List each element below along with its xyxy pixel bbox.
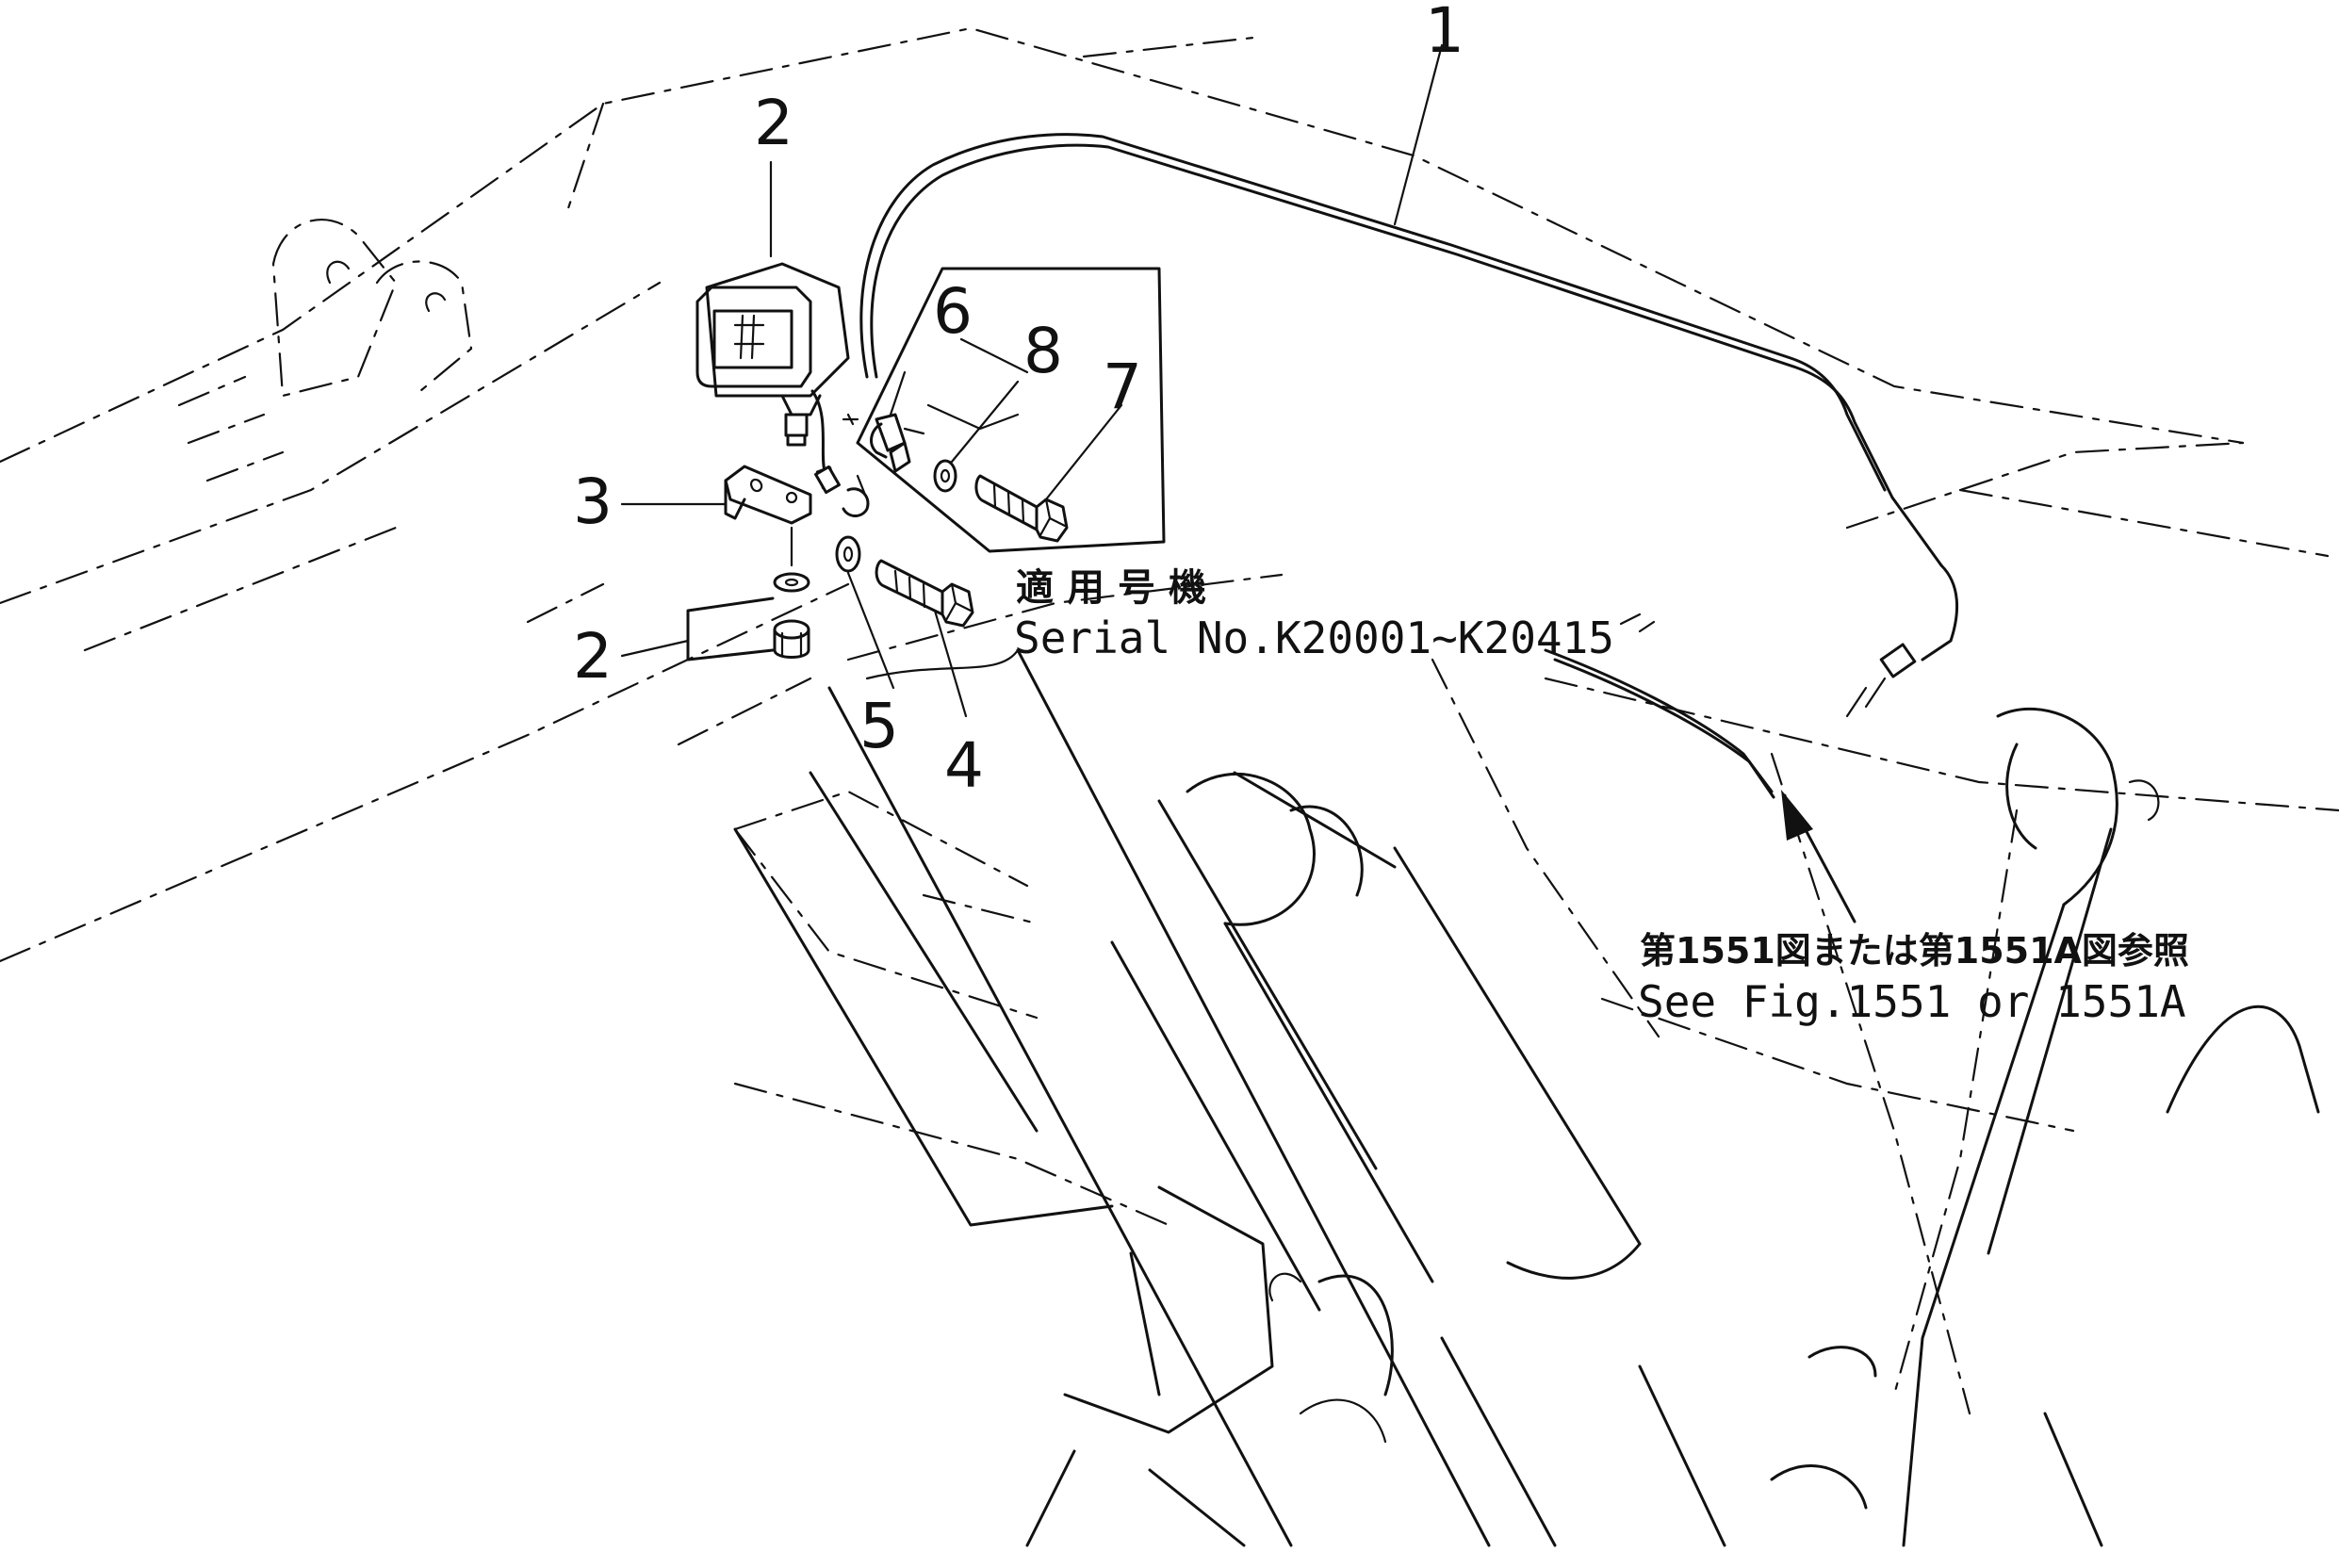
boom-pin-lugs [177, 219, 473, 482]
arm-bracket-right [1770, 707, 2320, 1547]
reference-arrow [1781, 790, 1856, 923]
callout-part-1: 1 [1425, 0, 1464, 67]
wiring-harness-part-1 [859, 133, 1959, 799]
reference-note-english: See Fig.1551 or 1551A [1638, 976, 2186, 1027]
reference-note-japanese: 第1551図または第1551A図参照 [1640, 930, 2189, 972]
detail-inset-box [856, 267, 1166, 553]
harness-clip [814, 465, 870, 517]
callout-part-7: 7 [1103, 351, 1142, 423]
callout-part-3: 3 [573, 466, 613, 538]
washer-and-nut-part-2 [686, 526, 810, 662]
bolt-part-7 [974, 474, 1069, 543]
cylinder-base [733, 771, 1394, 1547]
serial-note-english: Serial No.K20001~K20415 [1014, 612, 1614, 663]
callout-leaders [620, 43, 1656, 718]
boom-cylinder [827, 648, 1726, 1547]
clamp-part-6 [870, 413, 925, 473]
washer-part-8 [933, 459, 957, 493]
callout-part-5: 5 [859, 690, 899, 762]
boom-phantom-outline [0, 26, 2339, 1415]
callout-part-4: 4 [944, 729, 984, 802]
callout-part-8: 8 [1023, 315, 1063, 387]
callout-part-6: 6 [933, 275, 973, 348]
washer-part-5 [835, 535, 861, 573]
callout-part-2-nut: 2 [573, 620, 613, 693]
bracket-part-3 [724, 465, 812, 525]
callout-part-2-lamp: 2 [754, 87, 793, 159]
lower-left-structure [526, 582, 1039, 1020]
serial-note-japanese: 適用号機 [1016, 566, 1219, 610]
work-lamp-part-2 [695, 262, 859, 490]
bolt-part-4 [875, 559, 974, 628]
